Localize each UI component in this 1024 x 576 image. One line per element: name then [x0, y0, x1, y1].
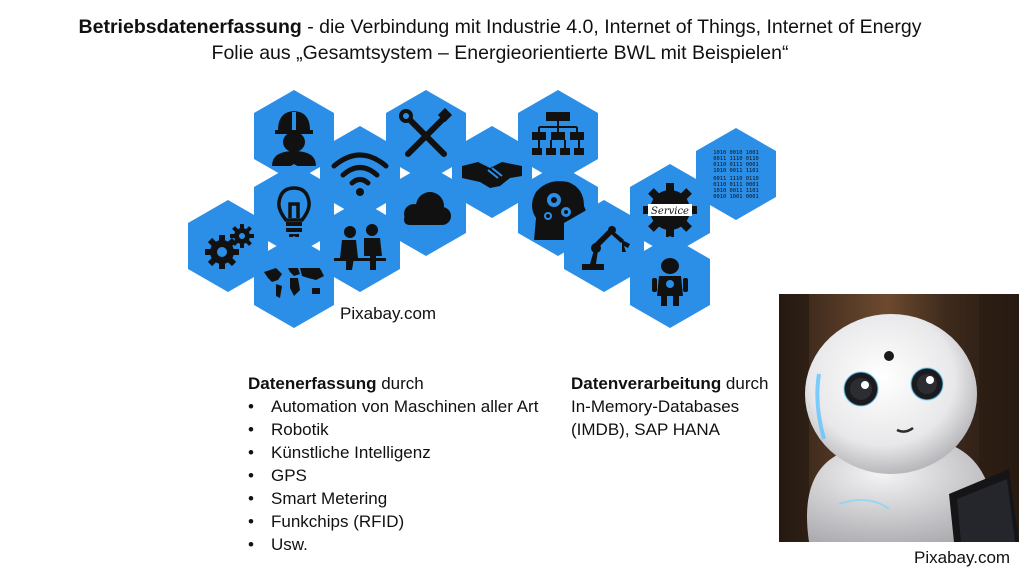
binary-line: 1010 0011 1101: [713, 188, 758, 194]
gears-icon: [188, 200, 268, 292]
binary-line: 0011 1110 0110: [713, 156, 758, 162]
org-chart-icon: [518, 90, 598, 182]
binary-line: 0010 1001 0001: [713, 194, 758, 200]
title-rest: - die Verbindung mit Industrie 4.0, Inte…: [301, 16, 922, 38]
robot-photo: [779, 294, 1019, 542]
list-item: Smart Metering: [248, 487, 568, 510]
data-processing-line-1: In-Memory-Databases: [571, 397, 740, 416]
hexagon-collage: Service 1010 0010 1001 0011 1110 0110 01…: [180, 90, 790, 328]
service-label: Service: [651, 206, 689, 217]
slide-title: Betriebsdatenerfassung - die Verbindung …: [0, 14, 1000, 66]
data-capture-heading: Datenerfassung durch: [248, 372, 568, 395]
service-gear-icon: Service: [630, 164, 710, 256]
data-processing-heading-bold: Datenverarbeitung: [571, 374, 722, 393]
list-item: Robotik: [248, 418, 568, 441]
data-capture-heading-rest: durch: [376, 374, 424, 393]
title-line-2: Folie aus „Gesamtsystem – Energieorienti…: [211, 42, 789, 64]
tools-icon: [386, 90, 466, 182]
image-credit: Pixabay.com: [340, 304, 437, 323]
wifi-icon: [320, 126, 400, 218]
binary-line: 1010 0010 1001: [713, 150, 758, 156]
binary-line: 0110 0111 0001: [713, 162, 758, 168]
binary-code-icon: 1010 0010 1001 0011 1110 0110 0110 0111 …: [696, 128, 776, 220]
title-line-1: Betriebsdatenerfassung - die Verbindung …: [0, 14, 1000, 40]
data-processing-heading: Datenverarbeitung durch: [571, 372, 776, 395]
binary-line: 0110 0111 0001: [713, 182, 758, 188]
robot-arm-icon: [564, 200, 644, 292]
data-capture-block: Datenerfassung durch Automation von Masc…: [248, 372, 568, 556]
list-item: GPS: [248, 464, 568, 487]
data-processing-line-2: (IMDB), SAP HANA: [571, 420, 720, 439]
list-item: Funkchips (RFID): [248, 510, 568, 533]
worker-icon: [254, 90, 334, 182]
lightbulb-icon: [254, 164, 334, 256]
world-map-icon: [254, 236, 334, 328]
title-bold: Betriebsdatenerfassung: [78, 16, 302, 38]
list-item: Usw.: [248, 533, 568, 556]
data-capture-heading-bold: Datenerfassung: [248, 374, 377, 393]
cloud-icon: [386, 164, 466, 256]
list-item: Künstliche Intelligenz: [248, 441, 568, 464]
handshake-icon: [452, 126, 532, 218]
robot-icon: [630, 236, 710, 328]
list-item: Automation von Maschinen aller Art: [248, 395, 568, 418]
data-processing-block: Datenverarbeitung durch In-Memory-Databa…: [571, 372, 776, 441]
binary-line: 0011 1110 0110: [713, 176, 758, 182]
data-processing-heading-rest: durch: [721, 374, 769, 393]
photo-credit: Pixabay.com: [914, 548, 1011, 567]
data-capture-list: Automation von Maschinen aller Art Robot…: [248, 395, 568, 556]
people-meeting-icon: [320, 200, 400, 292]
binary-line: 1010 0011 1101: [713, 168, 758, 174]
